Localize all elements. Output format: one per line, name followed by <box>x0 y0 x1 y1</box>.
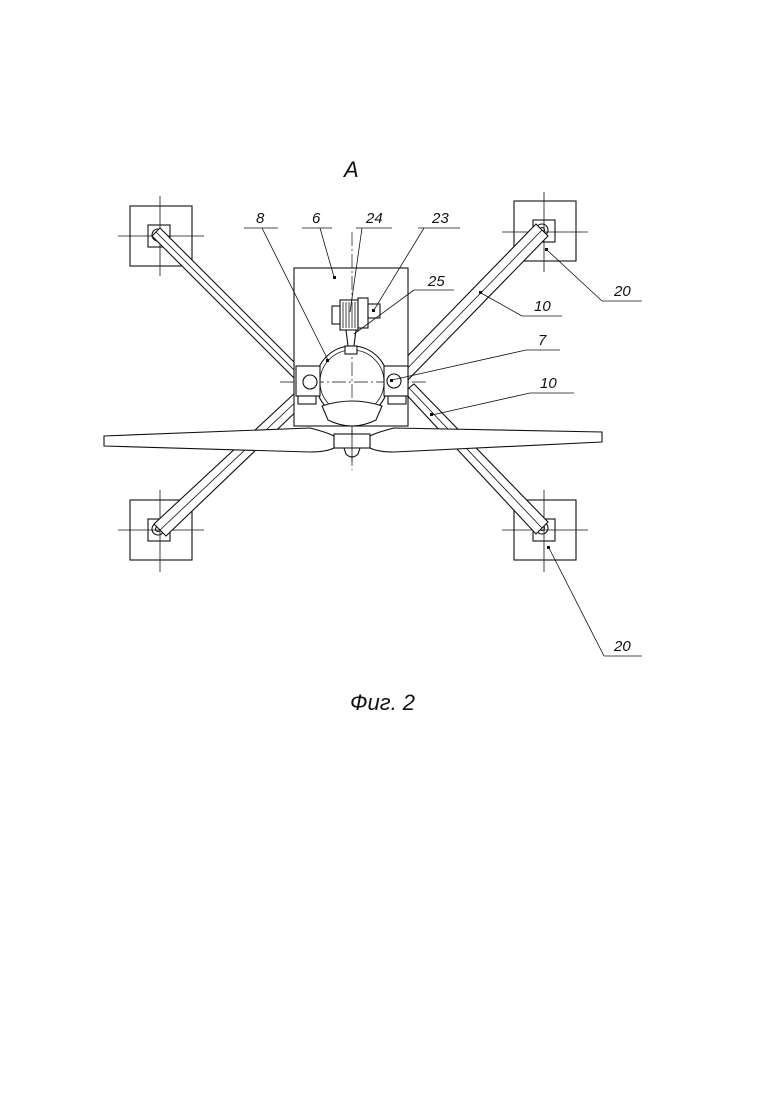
callout-25: 25 <box>427 273 445 290</box>
arm-top-left <box>152 228 316 392</box>
callout-20-lower: 20 <box>613 638 631 655</box>
callout-23: 23 <box>431 210 449 227</box>
arm-bottom-left <box>154 392 306 536</box>
callout-20-upper: 20 <box>613 283 631 300</box>
callout-8: 8 <box>256 210 265 227</box>
callout-7: 7 <box>538 332 547 349</box>
callout-10-upper: 10 <box>534 298 551 315</box>
joint-left <box>296 366 320 404</box>
joint-right <box>384 366 408 404</box>
callout-6: 6 <box>312 210 321 227</box>
callout-10-lower: 10 <box>540 375 557 392</box>
propeller <box>104 426 602 462</box>
view-label: A <box>342 157 359 182</box>
arm-bottom-right <box>404 384 548 534</box>
arm-top-right <box>392 224 548 384</box>
figure-caption: Фиг. 2 <box>350 690 415 715</box>
callout-24: 24 <box>365 210 383 227</box>
